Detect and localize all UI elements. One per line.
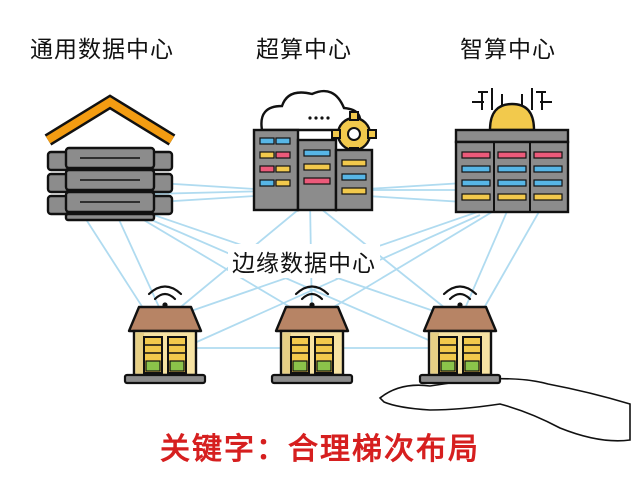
supercomputing-center-label: 超算中心 (256, 37, 352, 63)
server-stack-icon (44, 94, 176, 222)
edge-datacenter-label: 边缘数据中心 (228, 244, 380, 278)
intelligent-computing-center-label: 智算中心 (460, 37, 556, 63)
edge-house-icon (123, 285, 207, 385)
keywords-caption: 关键字：合理梯次布局 (160, 432, 480, 467)
ai-datacenter-chip-icon (454, 88, 570, 214)
general-datacenter-label: 通用数据中心 (30, 37, 174, 63)
supercomputer-cloud-gear-icon (252, 89, 377, 212)
